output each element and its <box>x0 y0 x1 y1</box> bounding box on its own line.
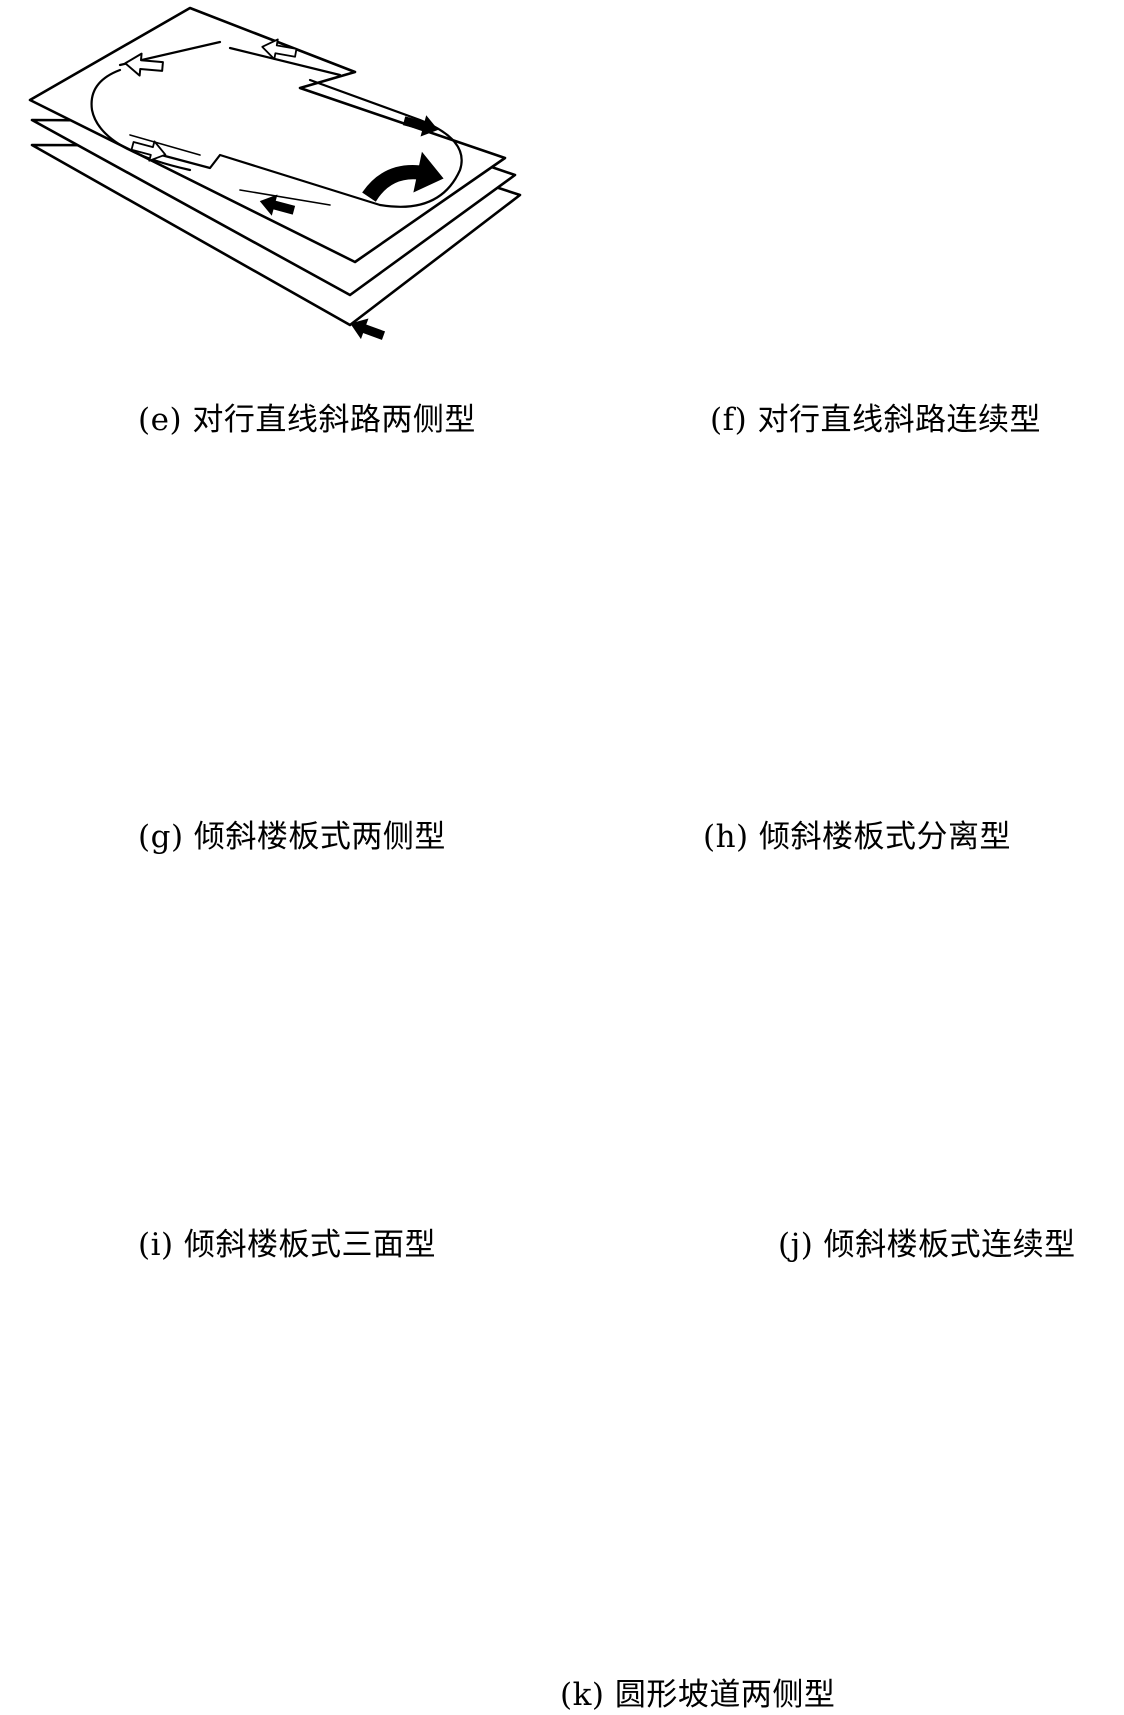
diagram-e <box>28 6 522 346</box>
caption-f: (f) 对行直线斜路连续型 <box>710 402 1042 438</box>
caption-j: (j) 倾斜楼板式连续型 <box>778 1227 1076 1263</box>
caption-g: (g) 倾斜楼板式两侧型 <box>138 819 446 855</box>
caption-h: (h) 倾斜楼板式分离型 <box>703 819 1012 855</box>
caption-k: (k) 圆形坡道两侧型 <box>560 1677 836 1713</box>
caption-i: (i) 倾斜楼板式三面型 <box>138 1227 436 1263</box>
caption-e: (e) 对行直线斜路两侧型 <box>138 402 476 438</box>
